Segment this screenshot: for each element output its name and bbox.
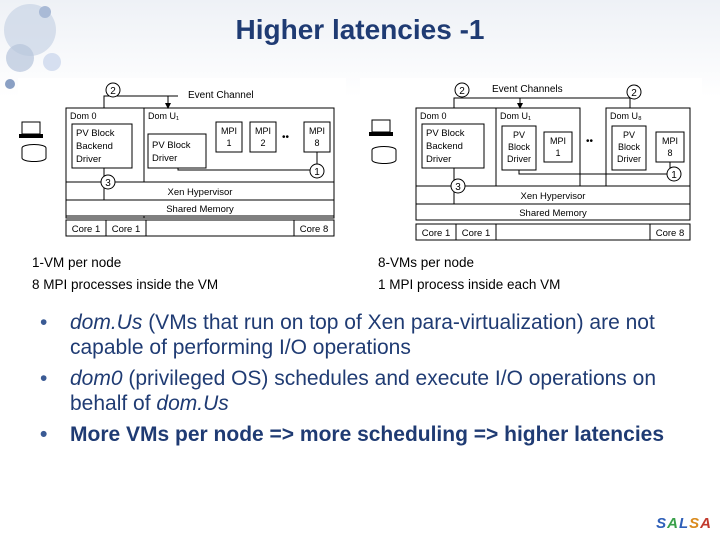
- step-1-badge: [666, 166, 682, 182]
- dom0-label: Dom 0: [70, 111, 97, 121]
- mpi2-label: MPI: [255, 126, 271, 136]
- svg-text:MPI: MPI: [662, 136, 678, 146]
- caption-left: 1-VM per node 8 MPI processes inside the…: [32, 255, 219, 292]
- computer-icon: [19, 121, 43, 138]
- svg-text:Driver: Driver: [426, 154, 451, 165]
- svg-text:3: 3: [455, 182, 461, 193]
- mpi2-num: 2: [260, 138, 265, 148]
- caption-right: 8-VMs per node 1 MPI process inside each…: [378, 255, 561, 292]
- bullet-item: More VMs per node => more scheduling => …: [36, 422, 696, 447]
- ellipsis-dots: ••: [586, 136, 594, 147]
- bullet-list: dom.Us (VMs that run on top of Xen para-…: [36, 310, 696, 453]
- step-1-badge: [309, 163, 325, 179]
- svg-text:Xen Hypervisor: Xen Hypervisor: [168, 187, 233, 198]
- svg-text:1: 1: [314, 167, 320, 178]
- mpi1-label: MPI: [221, 126, 237, 136]
- svg-text:1: 1: [671, 170, 677, 181]
- pv-backend-line1: PV Block: [76, 128, 115, 139]
- computer-icon: [369, 119, 393, 136]
- step-2-badge: [105, 82, 121, 98]
- svg-text:Block: Block: [618, 142, 641, 152]
- core-1b: Core 1: [112, 224, 141, 235]
- domu8-label: Dom U₈: [610, 111, 642, 121]
- step-3-badge: [100, 174, 116, 190]
- svg-text:Shared Memory: Shared Memory: [519, 208, 587, 219]
- svg-text:2: 2: [459, 86, 465, 97]
- svg-text:Core 8: Core 8: [656, 228, 685, 239]
- svg-text:Backend: Backend: [426, 141, 463, 152]
- svg-text:PV: PV: [623, 130, 635, 140]
- svg-text:Shared Memory: Shared Memory: [166, 204, 234, 215]
- slide-title: Higher latencies -1: [235, 14, 485, 45]
- svg-text:Driver: Driver: [617, 154, 641, 164]
- disk-icon: [21, 144, 47, 162]
- ellipsis-dots: ••: [282, 132, 290, 143]
- svg-text:8: 8: [667, 148, 672, 158]
- svg-text:1: 1: [555, 148, 560, 158]
- pv-driver-line2: Driver: [152, 153, 177, 164]
- mpi1-num: 1: [226, 138, 231, 148]
- domu-label: Dom U₁: [148, 111, 179, 121]
- bullet-item: dom0 (privileged OS) schedules and execu…: [36, 366, 696, 416]
- step-2-badge-right: [626, 84, 642, 100]
- svg-text:Driver: Driver: [507, 154, 531, 164]
- svg-text:2: 2: [110, 86, 116, 97]
- shared-memory-bar: [415, 203, 691, 221]
- step-2-badge-left: [454, 82, 470, 98]
- svg-text:3: 3: [105, 178, 111, 189]
- dom0-label: Dom 0: [420, 111, 447, 121]
- event-channel-label: Event Channel: [188, 90, 254, 101]
- mpi8-num: 8: [314, 138, 319, 148]
- svg-text:Core 1: Core 1: [422, 228, 451, 239]
- decorative-corner-graphic: [4, 4, 61, 89]
- svg-text:PV Block: PV Block: [426, 128, 465, 139]
- pv-driver-line1: PV Block: [152, 140, 191, 151]
- svg-text:Block: Block: [508, 142, 531, 152]
- shared-memory-bar: [65, 199, 335, 217]
- svg-text:Core 1: Core 1: [462, 228, 491, 239]
- svg-text:MPI: MPI: [550, 136, 566, 146]
- core-8: Core 8: [300, 224, 329, 235]
- pv-backend-line3: Driver: [76, 154, 101, 165]
- domu1-label: Dom U₁: [500, 111, 531, 121]
- step-3-badge: [450, 178, 466, 194]
- bullet-item: dom.Us (VMs that run on top of Xen para-…: [36, 310, 696, 360]
- disk-icon: [371, 146, 397, 164]
- event-channels-label: Event Channels: [492, 84, 563, 95]
- salsa-logo: SALSA: [656, 515, 712, 532]
- svg-text:Xen Hypervisor: Xen Hypervisor: [521, 191, 586, 202]
- core-1a: Core 1: [72, 224, 101, 235]
- diagram-8vm: Dom 0 PV Block Backend Driver Dom U₁ PV …: [360, 78, 702, 248]
- mpi8-label: MPI: [309, 126, 325, 136]
- diagram-1vm: Dom 0 PV Block Backend Driver Dom U₁ PV …: [18, 78, 346, 244]
- svg-text:2: 2: [631, 88, 637, 99]
- svg-text:PV: PV: [513, 130, 525, 140]
- pv-backend-line2: Backend: [76, 141, 113, 152]
